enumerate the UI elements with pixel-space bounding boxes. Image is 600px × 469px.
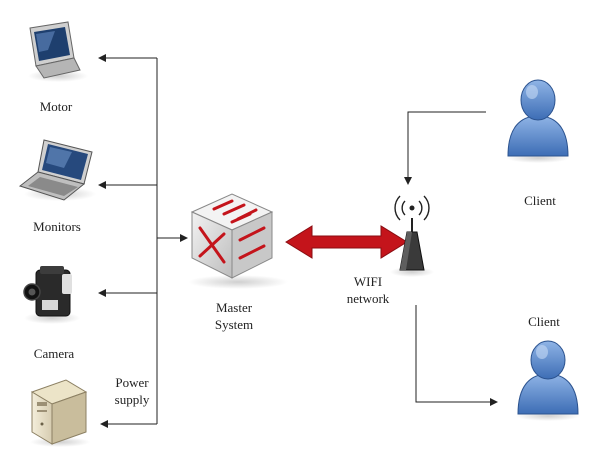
monitor-icon bbox=[28, 21, 88, 82]
camera-label: Camera bbox=[33, 346, 75, 361]
red-double-arrow bbox=[285, 225, 408, 259]
user-icon bbox=[516, 340, 580, 421]
motor-label: Motor bbox=[39, 99, 73, 114]
power-supply-label-line2: supply bbox=[114, 392, 150, 407]
connector-client-top-to-wifi bbox=[404, 111, 486, 185]
wifi-link-double-arrow bbox=[285, 225, 408, 259]
client-bottom-label: Client bbox=[528, 314, 560, 329]
user-icon bbox=[506, 79, 570, 163]
laptop-icon bbox=[18, 139, 96, 201]
client-top-label: Client bbox=[524, 193, 556, 208]
power-supply-label-line1: Power bbox=[115, 375, 149, 390]
master-system-label-line2: System bbox=[214, 317, 254, 332]
left-bus-connectors bbox=[98, 54, 188, 428]
master-system-label-line1: Master bbox=[215, 300, 253, 315]
connector-wifi-to-client-bottom bbox=[415, 305, 498, 406]
wifi-antenna-icon bbox=[390, 195, 434, 277]
right-client-connectors bbox=[404, 111, 498, 406]
monitors-label: Monitors bbox=[33, 219, 81, 234]
camera-icon bbox=[23, 266, 80, 324]
wifi-network-label-line2: network bbox=[346, 291, 390, 306]
wifi-network-label-line1: WIFI bbox=[353, 274, 383, 289]
server-tower-icon bbox=[30, 379, 90, 447]
network-switch-icon bbox=[188, 193, 288, 289]
